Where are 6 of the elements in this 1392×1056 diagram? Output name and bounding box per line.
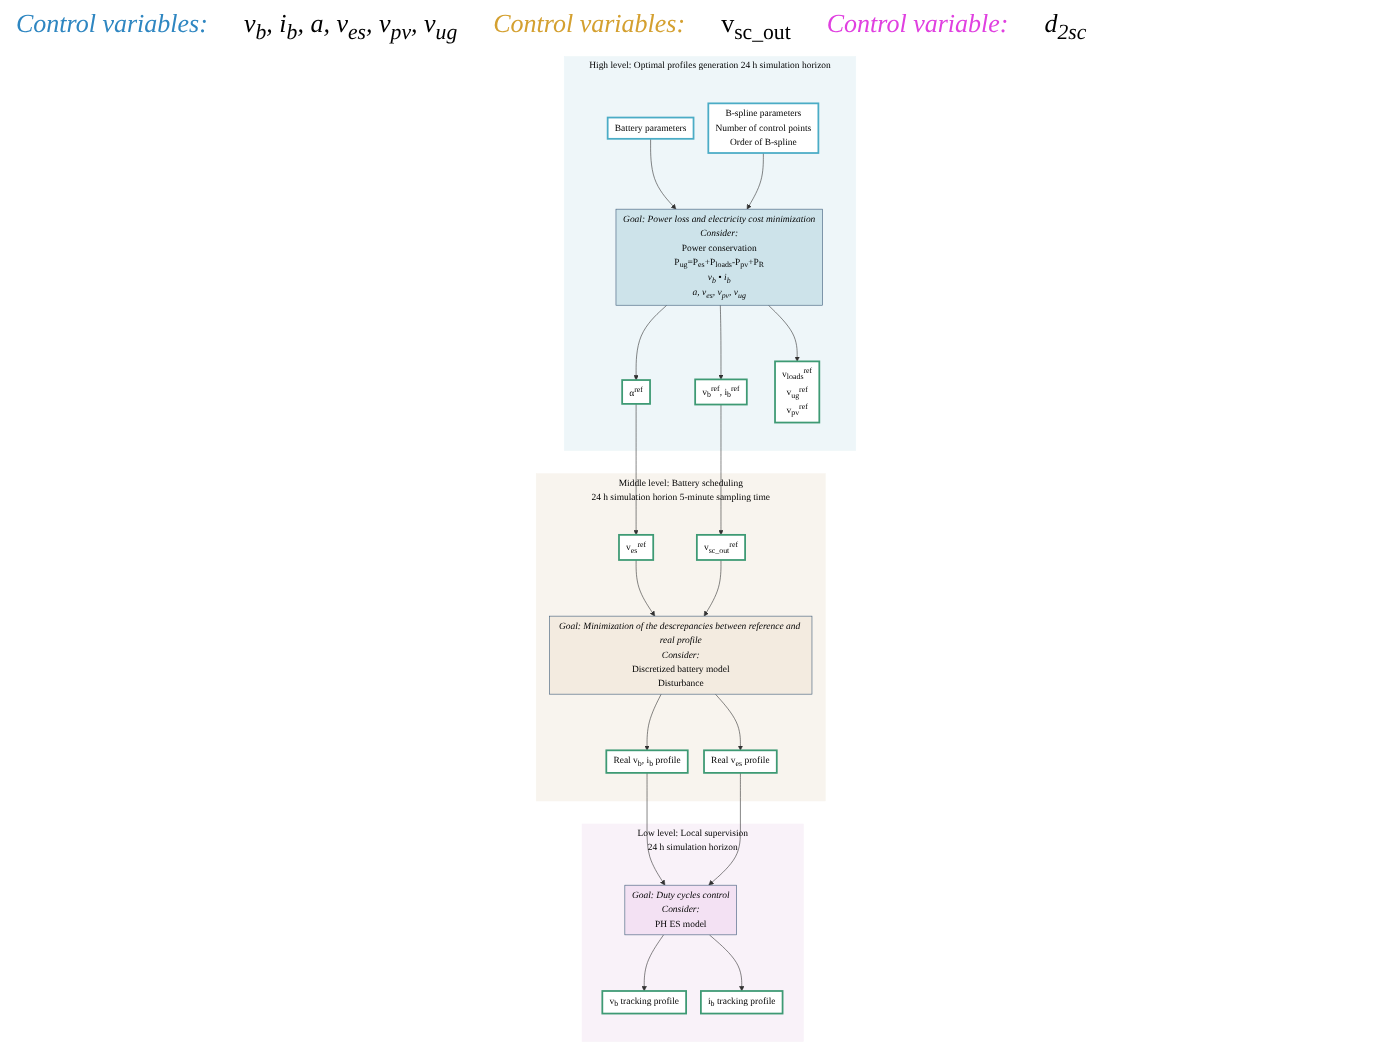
control-variables-heading: Control variables: bbox=[493, 8, 686, 40]
control-variables-list: d$_{2sc}$ bbox=[1044, 8, 1087, 46]
control-variables-list: v$_{sc_out}$ bbox=[721, 8, 791, 46]
control-variables-heading: Control variables: bbox=[16, 8, 208, 40]
control-variables-list: v$_{b}$, i$_{b}$, a, v$_{es}$, v$_{pv}$, v$_{ug}$ bbox=[243, 8, 458, 46]
control-variables-heading: Control variable: bbox=[826, 8, 1009, 40]
